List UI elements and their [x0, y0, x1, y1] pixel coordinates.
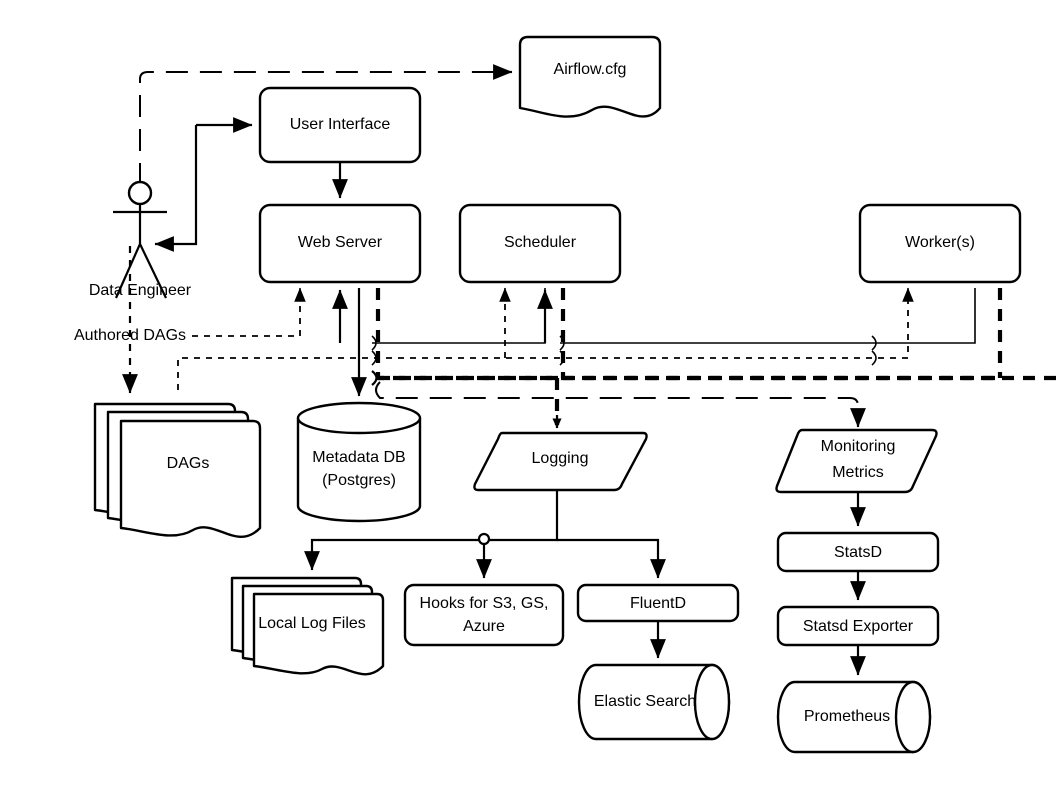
node-web-server[interactable]: Web Server: [258, 203, 422, 284]
edge-logging-bus: [371, 288, 1060, 429]
node-label-metadata-db-line2: (Postgres): [322, 472, 396, 489]
node-label-user-interface: User Interface: [290, 116, 391, 133]
edge-label-authored-dags: Authored DAGs: [74, 327, 186, 344]
node-hooks[interactable]: Hooks for S3, GS, Azure: [403, 583, 565, 647]
edge-engineer-to-cfg: [139, 64, 513, 185]
node-label-web-server: Web Server: [298, 234, 383, 251]
node-fluentd[interactable]: FluentD: [576, 583, 740, 623]
node-prometheus[interactable]: Prometheus: [776, 680, 932, 754]
edge-dags-bus: [177, 287, 914, 390]
node-user-interface[interactable]: User Interface: [258, 86, 422, 164]
edge-metadata-bus: [332, 288, 976, 351]
edge-layer: [122, 64, 1060, 676]
node-scheduler[interactable]: Scheduler: [458, 203, 622, 284]
node-airflow-cfg[interactable]: Airflow.cfg: [518, 35, 662, 118]
node-label-workers: Worker(s): [905, 234, 975, 251]
edge-ui-to-engineer: [154, 125, 198, 252]
node-label-statsd: StatsD: [834, 544, 882, 561]
edge-to-monitoring: [375, 381, 866, 428]
node-label-prometheus: Prometheus: [804, 708, 890, 725]
node-label-monitoring-line2: Metrics: [832, 464, 884, 481]
node-label-scheduler: Scheduler: [504, 234, 577, 251]
node-label-fluentd: FluentD: [630, 595, 686, 612]
node-local-log-files[interactable]: Local Log Files: [230, 576, 385, 676]
node-label-hooks-line1: Hooks for S3, GS,: [420, 595, 549, 612]
edge-authored-dags-to-webserver: [192, 287, 306, 337]
node-metadata-db[interactable]: Metadata DB (Postgres): [296, 401, 422, 523]
node-workers[interactable]: Worker(s): [858, 203, 1022, 284]
node-label-elastic-search: Elastic Search: [594, 693, 696, 710]
edge-logging-fanout: [304, 490, 666, 579]
node-label-metadata-db-line1: Metadata DB: [312, 449, 405, 466]
node-elastic-search[interactable]: Elastic Search: [577, 663, 731, 741]
node-label-logging: Logging: [532, 450, 589, 467]
node-dags[interactable]: DAGs: [93, 402, 262, 538]
node-label-dags: DAGs: [167, 455, 210, 472]
node-label-local-log-files: Local Log Files: [258, 615, 366, 632]
node-statsd[interactable]: StatsD: [776, 531, 940, 573]
node-label-statsd-exporter: Statsd Exporter: [803, 618, 914, 635]
node-logging[interactable]: Logging: [473, 431, 648, 492]
node-label-data-engineer: Data Engineer: [89, 282, 192, 299]
node-label-airflow-cfg: Airflow.cfg: [554, 61, 627, 78]
node-label-monitoring-line1: Monitoring: [821, 438, 896, 455]
node-statsd-exporter[interactable]: Statsd Exporter: [776, 605, 940, 647]
node-data-engineer[interactable]: Data Engineer: [89, 180, 192, 299]
node-label-hooks-line2: Azure: [463, 618, 505, 635]
node-monitoring-metrics[interactable]: Monitoring Metrics: [775, 428, 938, 494]
